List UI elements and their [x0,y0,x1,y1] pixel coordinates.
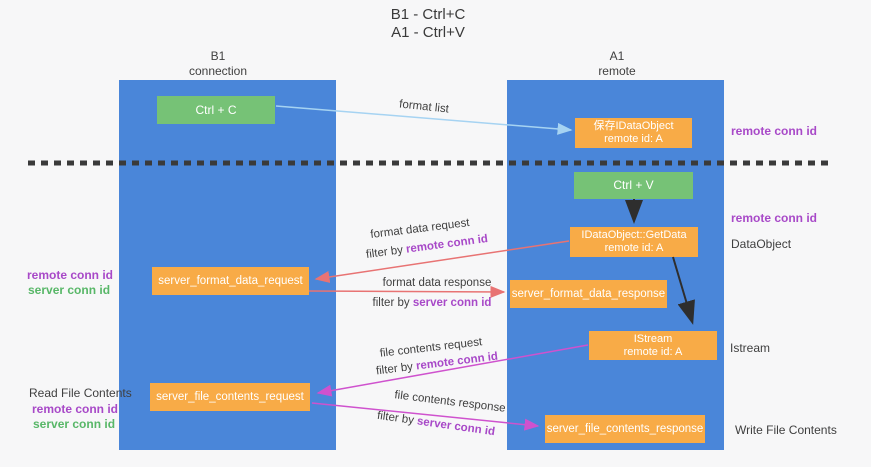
format-data-response-label: format data response [382,277,492,289]
node-server-file-contents-request: server_file_contents_request [150,383,310,411]
server-file-contents-response-label: server_file_contents_response [546,422,704,435]
lane-b1-name: B1 [210,49,226,63]
lane-a1-role: remote [598,64,636,78]
node-istream: IStream remote id: A [589,331,717,360]
node-save-dataobject: 保存IDataObject remote id: A [575,118,692,148]
write-file-contents-label: Write File Contents [735,423,837,437]
istream-line2: remote id: A [623,345,683,358]
read-file-contents-label: Read File Contents [29,386,132,400]
getdata-line1: IDataObject::GetData [581,229,687,241]
filter-by-server-conn-id-label-2: filter by server conn id [376,409,496,439]
server-format-data-response-label: server_format_data_response [511,287,666,300]
node-server-format-data-response: server_format_data_response [510,280,667,308]
ctrl-c-label: Ctrl + C [195,102,237,117]
left-remote-conn-id-1: remote conn id [27,268,114,282]
node-ctrl-c: Ctrl + C [157,96,275,124]
server-format-data-request-label: server_format_data_request [158,274,303,287]
save-dataobject-line2: remote id: A [604,133,663,145]
dataobject-label: DataObject [731,237,792,251]
right-remote-conn-id-2: remote conn id [731,211,818,225]
save-dataobject-line1: 保存IDataObject [593,120,674,132]
ctrl-v-label: Ctrl + V [613,178,654,192]
left-remote-conn-id-2: remote conn id [32,402,119,416]
server-file-contents-request-label: server_file_contents_request [156,390,304,403]
lane-header-b1: B1 connection [158,49,278,79]
diagram-title: B1 - Ctrl+C A1 - Ctrl+V [318,6,538,42]
title-line-2: A1 - Ctrl+V [391,24,465,41]
node-ctrl-v: Ctrl + V [574,172,693,199]
istream-line1: IStream [633,332,673,345]
getdata-line2: remote id: A [604,242,664,254]
istream-side-label: Istream [730,341,771,355]
lane-a1-name: A1 [609,49,625,63]
lane-b1-role: connection [188,64,248,78]
format-list-label: format list [398,98,450,116]
node-server-format-data-request: server_format_data_request [152,267,309,295]
left-server-conn-id-2: server conn id [33,417,116,431]
format-data-response-arrow [308,285,506,298]
node-server-file-contents-response: server_file_contents_response [545,415,705,443]
title-line-1: B1 - Ctrl+C [390,6,466,23]
left-server-conn-id-1: server conn id [28,283,111,297]
filter-by-server-conn-id-label-1: filter by server conn id [372,297,492,309]
file-contents-response-label: file contents response [393,389,507,415]
right-remote-conn-id-1: remote conn id [731,124,818,138]
node-idataobject-getdata: IDataObject::GetData remote id: A [570,227,698,257]
lane-header-a1: A1 remote [557,49,677,79]
